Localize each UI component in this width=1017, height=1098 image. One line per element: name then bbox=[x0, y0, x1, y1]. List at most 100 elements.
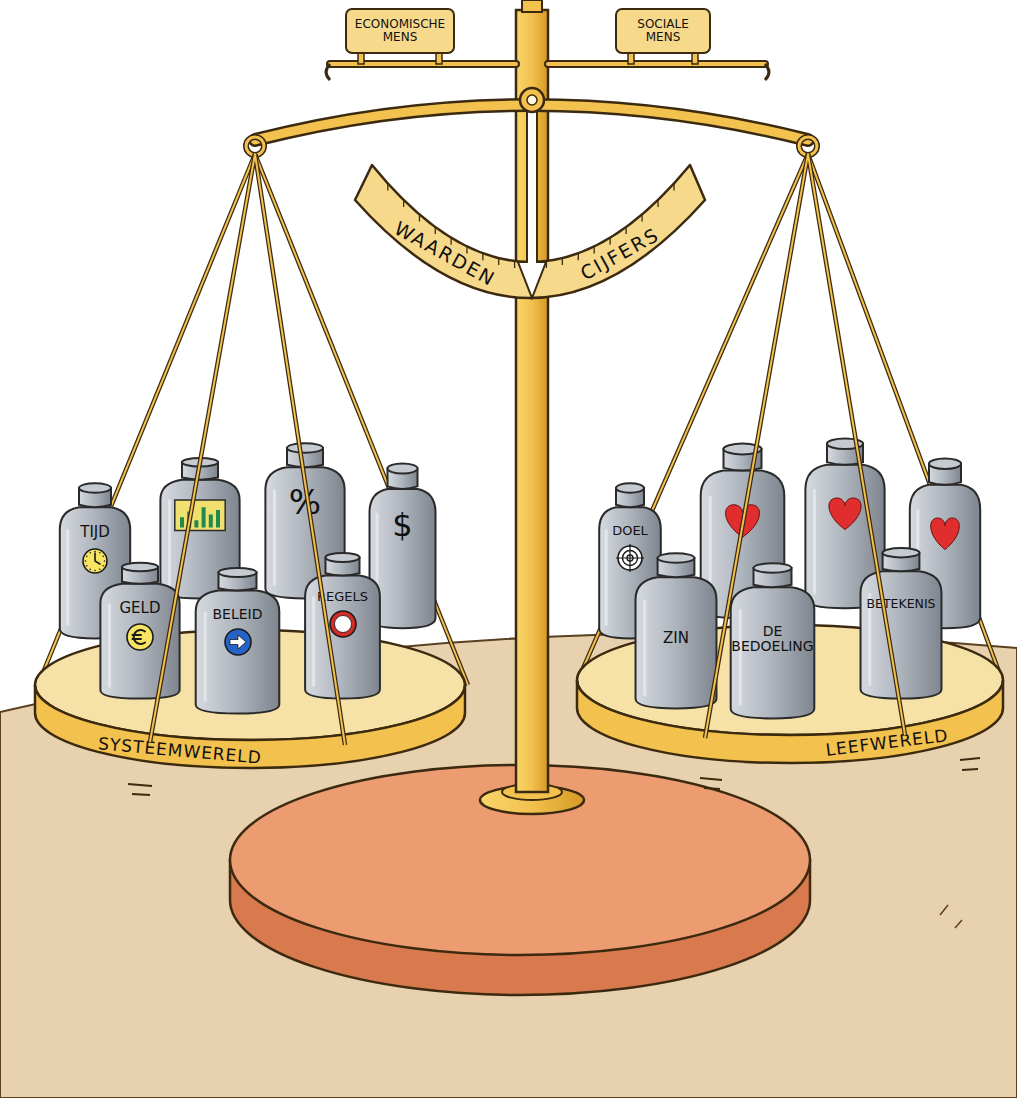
clock-icon bbox=[80, 546, 110, 576]
weight-box: BETEKENIS bbox=[855, 545, 947, 700]
front-ropes bbox=[150, 154, 905, 745]
weight-content: BETEKENIS bbox=[855, 545, 947, 611]
weight-label: ZIN bbox=[663, 630, 689, 647]
post-finial bbox=[522, 0, 542, 12]
clock-tick bbox=[89, 551, 91, 553]
label-sign: ECONOMISCHE MENS bbox=[345, 8, 455, 54]
weight-box: REGELS bbox=[300, 550, 385, 700]
weight-label: DE BEDOELING bbox=[729, 624, 816, 655]
clock-hands bbox=[95, 553, 100, 564]
dial-tick bbox=[625, 227, 626, 234]
weight-label: BELEID bbox=[212, 607, 262, 622]
back-ropes bbox=[38, 154, 1002, 685]
dial-tick bbox=[609, 238, 610, 245]
euro-symbol bbox=[133, 630, 146, 644]
weight-outline bbox=[861, 548, 942, 698]
coin bbox=[127, 624, 153, 650]
sign-text: ECONOMISCHE MENS bbox=[350, 18, 450, 44]
sign-rails bbox=[326, 52, 769, 80]
dial-tick bbox=[466, 246, 467, 253]
clock-tick bbox=[94, 569, 96, 571]
sign-disc bbox=[225, 629, 251, 655]
clock-face bbox=[83, 549, 107, 573]
dial-tick bbox=[435, 227, 436, 234]
post-column bbox=[516, 10, 548, 792]
weight-label: % bbox=[289, 484, 321, 521]
dial-tick bbox=[578, 253, 579, 260]
weight-content: DOEL bbox=[595, 480, 665, 573]
dial-tick bbox=[530, 262, 531, 269]
dial-band-shape bbox=[355, 165, 705, 298]
dial-tick bbox=[673, 183, 674, 190]
clock-tick bbox=[89, 568, 91, 570]
weight-outline bbox=[636, 553, 717, 708]
weight-label: REGELS bbox=[317, 590, 368, 604]
weight-box: GELD bbox=[95, 560, 185, 700]
weight-label: BETEKENIS bbox=[866, 597, 935, 611]
table-mark bbox=[940, 905, 962, 928]
clock-tick bbox=[94, 550, 96, 552]
weight-outline bbox=[100, 563, 179, 699]
scale-dial: WAARDENCIJFERS bbox=[350, 160, 715, 305]
weight-shape bbox=[855, 545, 947, 700]
pivot bbox=[520, 88, 544, 112]
label-sign: SOCIALE MENS bbox=[615, 8, 711, 54]
euro-icon bbox=[125, 622, 155, 652]
dial-tick bbox=[562, 258, 563, 265]
dial-tick bbox=[546, 261, 547, 268]
dial-tick bbox=[641, 214, 642, 221]
dial-tick bbox=[514, 261, 515, 268]
pointer-needle bbox=[518, 108, 546, 298]
dial-tick bbox=[419, 214, 420, 221]
scale-pan: SYSTEEMWERELDTIJDGELDBELEID%$REGELS bbox=[30, 420, 475, 780]
weight-outline bbox=[305, 553, 380, 699]
weight-content: TIJD bbox=[55, 480, 135, 576]
weight-content: % bbox=[260, 440, 350, 521]
clock-tick bbox=[102, 555, 104, 557]
dial-tick bbox=[450, 238, 451, 245]
weight-content: GELD bbox=[95, 560, 185, 652]
dial-tick bbox=[594, 246, 595, 253]
sign-text: SOCIALE MENS bbox=[631, 18, 695, 44]
target-icon bbox=[615, 543, 645, 573]
sign-centre bbox=[334, 616, 351, 633]
post bbox=[480, 0, 584, 814]
arrow-icon bbox=[223, 627, 253, 657]
clock-tick bbox=[99, 568, 101, 570]
dial-tick bbox=[657, 200, 658, 207]
clock-tick bbox=[86, 555, 88, 557]
clock-tick bbox=[102, 564, 104, 566]
weight-content: $ bbox=[365, 460, 440, 543]
clock-tick bbox=[99, 551, 101, 553]
weight-label: TIJD bbox=[80, 524, 110, 541]
pan-rim bbox=[575, 420, 1010, 780]
weight-content: BELEID bbox=[190, 565, 285, 657]
pivot-pin bbox=[527, 95, 537, 105]
stand bbox=[230, 765, 810, 995]
weight-content: ZIN bbox=[630, 550, 722, 647]
pan-rim bbox=[30, 420, 475, 780]
weight-box: DE BEDOELING bbox=[725, 560, 820, 720]
balance-beam bbox=[246, 105, 817, 155]
weight-label: GELD bbox=[119, 600, 160, 617]
arrow-symbol bbox=[230, 635, 246, 649]
weight-label: DOEL bbox=[612, 524, 648, 538]
sign-disc bbox=[330, 611, 356, 637]
weight-content: REGELS bbox=[300, 550, 385, 639]
weight-box: BELEID bbox=[190, 565, 285, 715]
dial-tick bbox=[403, 200, 404, 207]
stand-top bbox=[230, 765, 810, 955]
clock-tick bbox=[104, 560, 106, 562]
dial-tick bbox=[498, 258, 499, 265]
noentry-icon bbox=[328, 609, 358, 639]
scale-pan: LEEFWERELDDOELZINDE BEDOELINGBETEKENIS bbox=[575, 420, 1010, 780]
clock-tick bbox=[86, 564, 88, 566]
weight-box: ZIN bbox=[630, 550, 722, 710]
clock-tick bbox=[85, 560, 87, 562]
dial-tick bbox=[482, 253, 483, 260]
crosshair bbox=[616, 544, 644, 572]
weight-label: $ bbox=[392, 508, 412, 543]
